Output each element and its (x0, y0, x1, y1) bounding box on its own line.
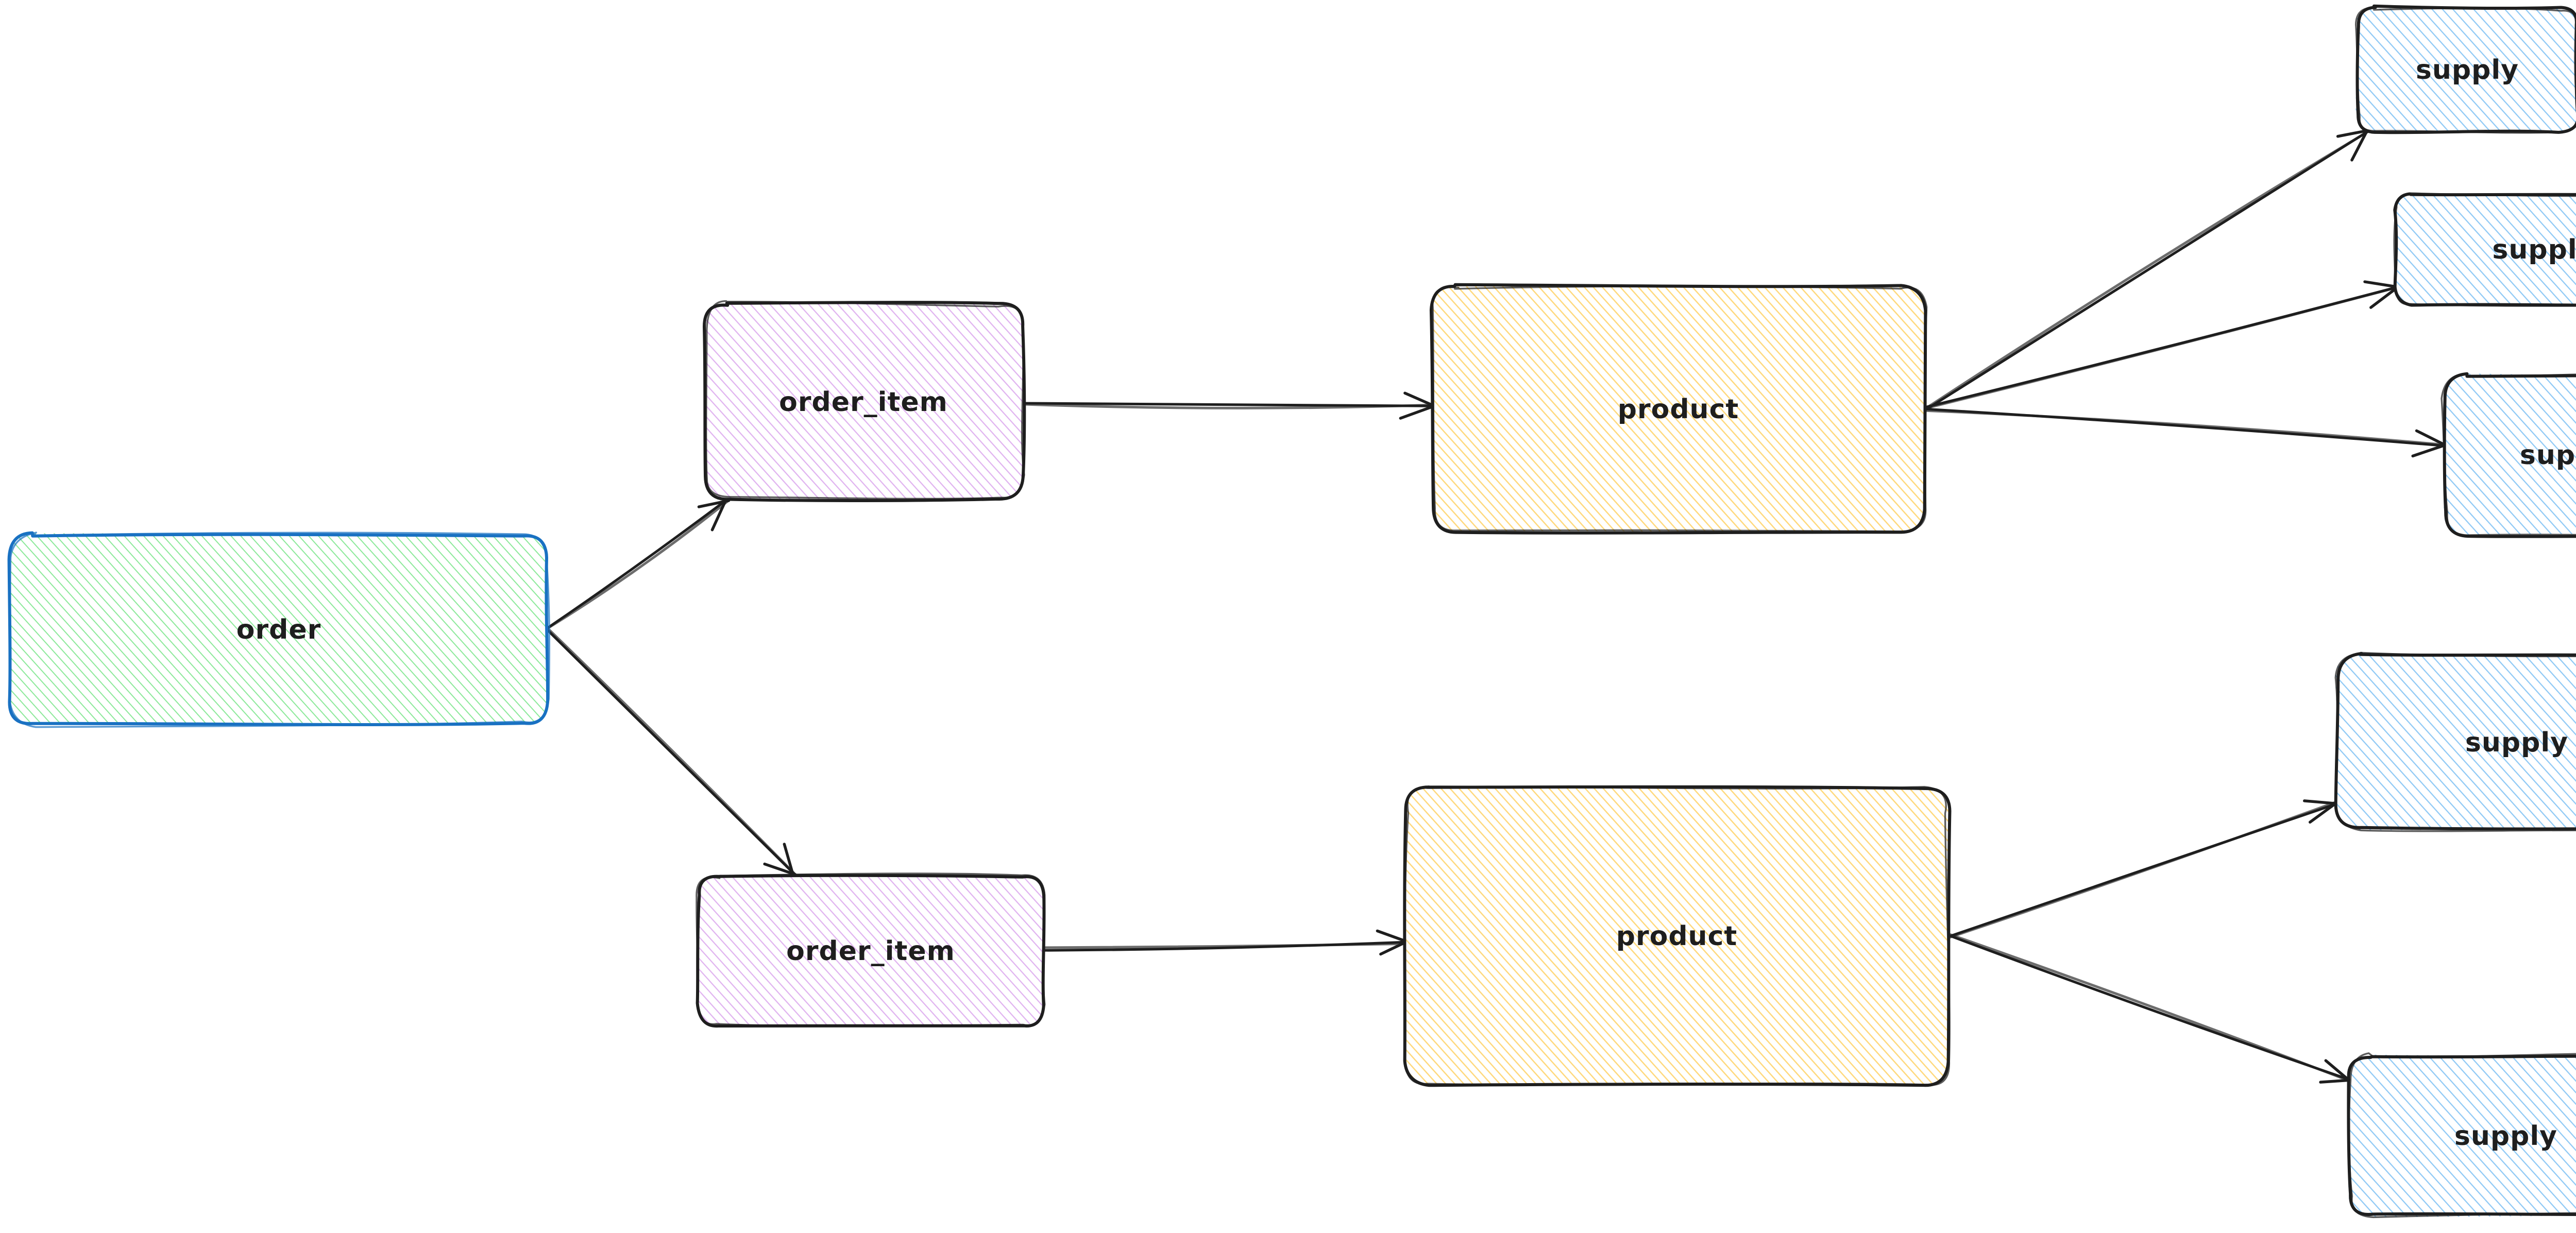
node-product_2[interactable]: product (1403, 785, 1952, 1087)
node-outline (2393, 192, 2576, 307)
node-label-supply_1: supply (2416, 55, 2519, 85)
node-fill (1432, 285, 1925, 533)
node-order_item_2[interactable]: order_item (696, 872, 1046, 1028)
node-fill (2444, 373, 2576, 536)
node-fill (1405, 786, 1949, 1086)
node-label-supply_4: supply (2465, 727, 2568, 758)
edge-line (1945, 932, 2350, 1082)
edge-order_item_2-to-product_2[interactable] (1042, 929, 1408, 956)
node-label-supply_3: supply (2520, 440, 2576, 471)
node-fill (704, 303, 1024, 500)
node-outline (1404, 785, 1951, 1086)
edge-line (546, 499, 731, 630)
edge-line (1019, 403, 1434, 409)
node-label-supply_2: supply (2492, 234, 2576, 265)
arrowhead-stroke (710, 498, 727, 532)
edge-product_2-to-supply_5[interactable] (1945, 932, 2351, 1084)
arrowhead-stroke (2411, 444, 2446, 458)
node-supply_4[interactable]: supply (2334, 652, 2576, 832)
arrowhead-stroke (697, 499, 731, 508)
edge-line (1924, 409, 2447, 447)
edge-line (548, 629, 798, 877)
node-supply_5[interactable]: supply (2347, 1052, 2576, 1219)
arrowhead-stroke (2336, 129, 2370, 138)
edge-product_1-to-supply_1[interactable] (1924, 128, 2370, 411)
edge-line (1042, 942, 1406, 949)
node-supply_1[interactable]: supply (2354, 4, 2576, 134)
arrowhead-stroke (2363, 280, 2398, 288)
node-outline (705, 300, 1025, 500)
node-outline (9, 532, 551, 728)
edge-order-to-order_item_2[interactable] (546, 628, 798, 879)
node-supply_2[interactable]: supply (2393, 192, 2576, 307)
arrowhead-stroke (2415, 429, 2448, 447)
arrowhead-stroke (2324, 1059, 2350, 1082)
node-outline (2354, 7, 2576, 134)
edge-line (1921, 286, 2399, 410)
arrowhead-stroke (1403, 391, 1433, 406)
edge-line (1924, 130, 2370, 411)
node-fill (9, 533, 548, 724)
edge-product_2-to-supply_4[interactable] (1943, 799, 2339, 940)
edge-line (1943, 800, 2338, 940)
node-order[interactable]: order (7, 531, 551, 728)
edge-product_1-to-supply_2[interactable] (1921, 280, 2399, 410)
node-fill (2335, 654, 2576, 830)
node-outline (2441, 373, 2576, 536)
node-product_1[interactable]: product (1429, 283, 1928, 535)
edge-product_1-to-supply_3[interactable] (1922, 407, 2448, 458)
node-label-product_1: product (1618, 394, 1739, 425)
node-outline (2393, 192, 2576, 307)
arrowhead-stroke (2309, 800, 2339, 824)
node-outline (1432, 285, 1928, 533)
node-outline (2334, 652, 2576, 832)
node-label-product_2: product (1616, 921, 1738, 952)
node-fill (697, 875, 1045, 1026)
node-outline (696, 872, 1046, 1028)
arrowhead-stroke (2369, 286, 2398, 309)
node-fill (2395, 194, 2576, 305)
edge-line (545, 498, 729, 630)
arrowhead-stroke (2350, 128, 2369, 162)
node-supply_3[interactable]: supply (2441, 372, 2576, 538)
node-outline (2348, 1052, 2576, 1219)
arrowhead-stroke (2319, 1078, 2350, 1084)
arrowhead-stroke (763, 862, 797, 876)
arrowhead-stroke (1376, 929, 1407, 943)
node-label-order_item_2: order_item (786, 936, 955, 967)
arrowhead-stroke (1399, 405, 1433, 420)
arrowhead-stroke (2303, 799, 2336, 805)
node-label-supply_5: supply (2454, 1121, 2557, 1152)
edge-line (1926, 130, 2369, 409)
edge-order-to-order_item_1[interactable] (545, 498, 731, 630)
node-label-order_item_1: order_item (779, 387, 948, 418)
arrowhead-stroke (1379, 940, 1408, 956)
node-outline (703, 301, 1026, 503)
node-fill (2355, 7, 2576, 133)
node-order_item_1[interactable]: order_item (703, 300, 1026, 503)
edge-order_item_1-to-product_1[interactable] (1019, 391, 1434, 420)
node-fill (2348, 1054, 2576, 1217)
edges-layer (545, 128, 2448, 1084)
nodes-layer: orderorder_itemorder_itemproductproducts… (7, 4, 2576, 1219)
node-outline (1429, 283, 1927, 535)
node-label-order: order (236, 614, 321, 645)
arrowhead-stroke (783, 843, 795, 879)
